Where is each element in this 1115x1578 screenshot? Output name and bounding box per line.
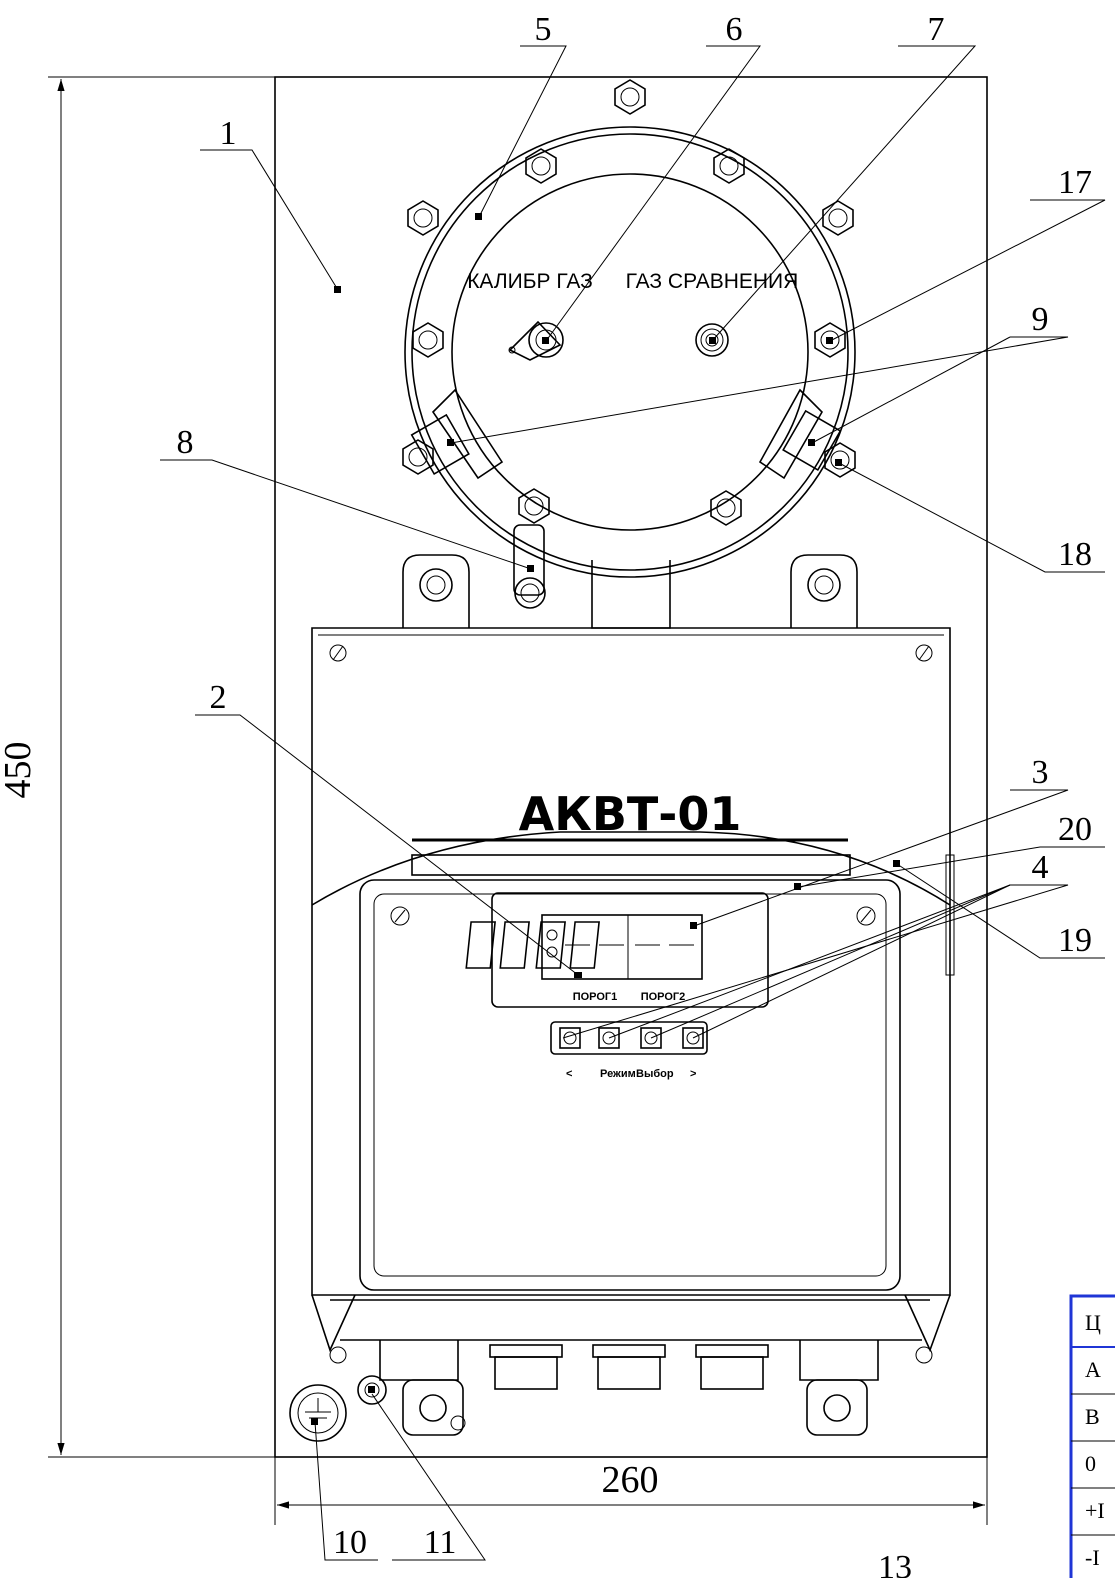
electronics-enclosure xyxy=(311,627,955,1364)
table-row-label: Ц xyxy=(1085,1310,1101,1335)
seven-segment-digits xyxy=(465,921,694,969)
callout-18: 18 xyxy=(1058,536,1092,573)
callout-2: 2 xyxy=(210,679,227,716)
flange-bolt xyxy=(710,490,742,526)
callout-labels: 1 2 3 4 5 6 7 8 9 10 11 13 17 18 19 20 xyxy=(177,11,1093,1578)
callout-17: 17 xyxy=(1058,164,1092,201)
callout-4: 4 xyxy=(1032,849,1049,886)
display-window xyxy=(411,854,851,1008)
button-mode[interactable] xyxy=(598,1027,620,1049)
button-mode-label: Режим xyxy=(600,1068,636,1080)
width-dimension-label: 260 xyxy=(602,1459,659,1501)
table-row-label: -I xyxy=(1085,1545,1100,1570)
cover-clamp-left xyxy=(410,388,504,480)
callout-3: 3 xyxy=(1032,754,1049,791)
callout-7: 7 xyxy=(928,11,945,48)
height-dimension-label: 450 xyxy=(0,742,39,799)
calibration-gas-label: КАЛИБР ГАЗ xyxy=(467,270,593,293)
flange-bolt xyxy=(824,442,856,478)
ground-strap xyxy=(513,524,546,609)
callout-1: 1 xyxy=(220,115,237,152)
calibration-gas-port xyxy=(508,320,564,361)
table-row-label: +I xyxy=(1085,1498,1105,1523)
flange-bolt xyxy=(814,322,846,358)
flange-bolt xyxy=(412,322,444,358)
mounting-bracket-right xyxy=(790,554,858,628)
width-dimension: 260 xyxy=(274,1457,988,1525)
button-left-label: < xyxy=(566,1068,572,1080)
button-select-label: Выбор xyxy=(636,1068,674,1080)
callout-13: 13 xyxy=(878,1549,912,1578)
table-row-label: В xyxy=(1085,1404,1100,1429)
callout-11: 11 xyxy=(424,1524,457,1561)
flange-bolt xyxy=(822,200,854,236)
cable-glands xyxy=(379,1340,879,1436)
callout-5: 5 xyxy=(535,11,552,48)
reference-gas-label: ГАЗ СРАВНЕНИЯ xyxy=(626,270,799,293)
reference-gas-port xyxy=(695,323,729,357)
table-row-label: А xyxy=(1085,1357,1101,1382)
ground-terminal xyxy=(289,1384,347,1442)
button-right-label: > xyxy=(690,1068,696,1080)
callout-8: 8 xyxy=(177,424,194,461)
flange-bolt xyxy=(518,488,550,524)
mounting-bracket-left xyxy=(402,554,470,628)
ground-bolt xyxy=(357,1375,387,1405)
sensor-flange xyxy=(404,126,856,578)
terminal-table: Ц А В 0 +I -I xyxy=(1069,1294,1115,1578)
callout-20: 20 xyxy=(1058,811,1092,848)
flange-bolt xyxy=(407,200,439,236)
callout-9: 9 xyxy=(1032,301,1049,338)
flange-bolt xyxy=(614,79,646,115)
threshold-2-label: ПОРОГ2 xyxy=(641,991,686,1003)
callout-10: 10 xyxy=(333,1524,367,1561)
flange-bolts xyxy=(402,79,856,526)
button-right[interactable] xyxy=(682,1027,704,1049)
button-panel xyxy=(550,1021,708,1055)
table-row-label: 0 xyxy=(1085,1451,1096,1476)
flange-bolt xyxy=(525,148,557,184)
leader-lines xyxy=(160,45,1106,1561)
flange-bolt xyxy=(402,439,434,475)
base-plate xyxy=(274,76,988,1458)
button-select[interactable] xyxy=(640,1027,662,1049)
height-dimension: 450 xyxy=(0,76,275,1458)
callout-19: 19 xyxy=(1058,922,1092,959)
flange-bolt xyxy=(713,148,745,184)
cover-clamp-right xyxy=(758,388,842,480)
callout-6: 6 xyxy=(726,11,743,48)
threshold-1-label: ПОРОГ1 xyxy=(573,991,618,1003)
model-label: АКВТ-01 xyxy=(519,787,742,841)
